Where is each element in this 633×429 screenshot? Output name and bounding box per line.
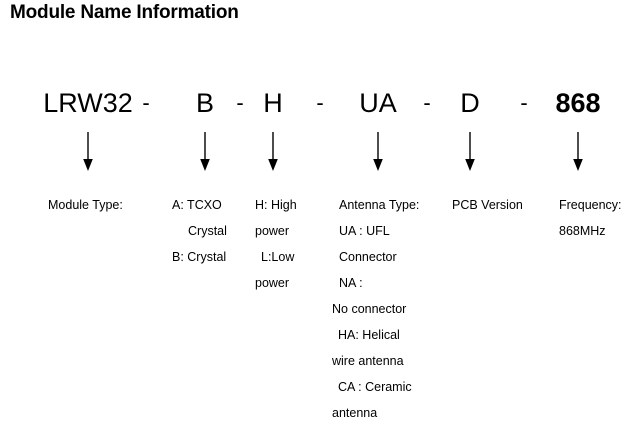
- down-arrow-icon: [266, 132, 280, 172]
- part-number-separator: -: [423, 90, 431, 115]
- part-number-row: LRW32 - B - H - UA - D - 868: [0, 86, 633, 120]
- legend-line: Antenna Type:: [339, 198, 420, 212]
- legend-line: A: TCXO: [172, 198, 222, 212]
- legend-line: Module Type:: [48, 198, 123, 212]
- arrow-row: [0, 132, 633, 176]
- part-number-segment-module-type: LRW32: [43, 88, 133, 118]
- legend-line: CA : Ceramic: [338, 380, 412, 394]
- legend-line: NA :: [339, 276, 363, 290]
- legend-line: power: [255, 224, 290, 238]
- part-number-separator: -: [520, 90, 528, 115]
- legend-line: B: Crystal: [172, 250, 227, 264]
- legend-column-crystal: A: TCXO Crystal B: Crystal: [172, 192, 227, 270]
- legend-line: H: High: [255, 198, 297, 212]
- legend-line: antenna: [332, 406, 378, 420]
- part-number-separator: -: [236, 90, 244, 115]
- legend-column-power: H: High power L:Low power: [255, 192, 297, 296]
- legend-line: UA : UFL: [339, 224, 390, 238]
- part-number-segment-power: H: [263, 88, 283, 118]
- legend-columns: Module Type: A: TCXO Crystal B: Crystal …: [0, 192, 633, 429]
- part-number-segment-antenna: UA: [359, 88, 397, 118]
- legend-column-pcb-version: PCB Version: [452, 192, 523, 218]
- down-arrow-icon: [463, 132, 477, 172]
- legend-column-frequency: Frequency: 868MHz: [559, 192, 622, 244]
- down-arrow-icon: [571, 132, 585, 172]
- page-title: Module Name Information: [10, 2, 239, 23]
- legend-line: Crystal: [188, 224, 227, 238]
- legend-line: L:Low: [261, 250, 295, 264]
- part-number-segment-crystal: B: [195, 88, 215, 118]
- legend-column-antenna: Antenna Type: UA : UFL Connector NA : No…: [332, 192, 419, 426]
- part-number-separator: -: [316, 90, 324, 115]
- legend-line: HA: Helical: [338, 328, 400, 342]
- legend-line: Frequency:: [559, 198, 622, 212]
- legend-line: 868MHz: [559, 224, 606, 238]
- legend-line: wire antenna: [332, 354, 404, 368]
- legend-line: power: [255, 276, 290, 290]
- part-number-segment-frequency: 868: [555, 88, 601, 118]
- legend-line: PCB Version: [452, 198, 523, 212]
- legend-column-module-type: Module Type:: [48, 192, 123, 218]
- legend-line: Connector: [339, 250, 397, 264]
- part-number-segment-pcb: D: [460, 88, 480, 118]
- part-number-separator: -: [142, 90, 150, 115]
- down-arrow-icon: [198, 132, 212, 172]
- legend-line: No connector: [332, 302, 407, 316]
- down-arrow-icon: [81, 132, 95, 172]
- down-arrow-icon: [371, 132, 385, 172]
